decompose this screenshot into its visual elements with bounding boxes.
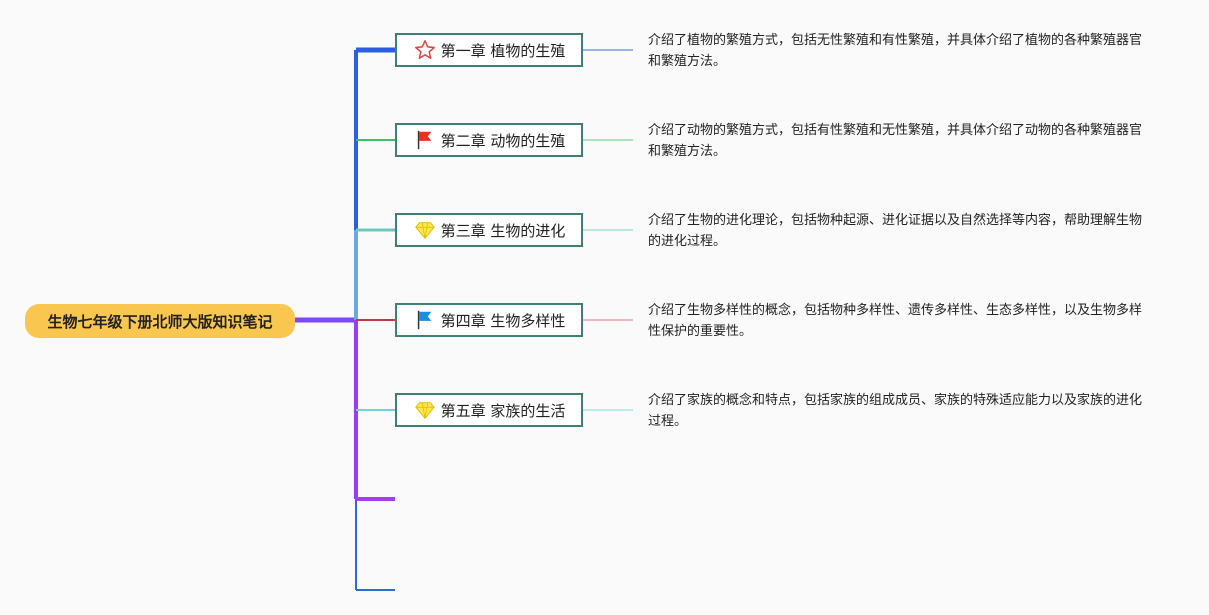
diamond-icon <box>413 399 437 421</box>
chapter-5-label: 第五章 家族的生活 <box>440 401 566 420</box>
chapter-2-label: 第二章 动物的生殖 <box>440 131 566 150</box>
red-flag-icon <box>413 129 437 151</box>
chapter-2-description: 介绍了动物的繁殖方式，包括有性繁殖和无性繁殖，并具体介绍了动物的各种繁殖器官和繁… <box>648 123 1143 159</box>
root-topic[interactable]: 生物七年级下册北师大版知识笔记 <box>25 304 295 338</box>
diamond-icon <box>413 219 437 241</box>
chapter-5-node[interactable]: 第五章 家族的生活 <box>395 393 583 427</box>
chapter-5-description: 介绍了家族的概念和特点，包括家族的组成成员、家族的特殊适应能力以及家族的进化过程… <box>648 393 1143 429</box>
chapter-3-node[interactable]: 第三章 生物的进化 <box>395 213 583 247</box>
chapter-3-description: 介绍了生物的进化理论，包括物种起源、进化证据以及自然选择等内容，帮助理解生物的进… <box>648 213 1143 249</box>
chapter-1-description: 介绍了植物的繁殖方式，包括无性繁殖和有性繁殖，并具体介绍了植物的各种繁殖器官和繁… <box>648 33 1143 69</box>
blue-flag-icon <box>413 309 437 331</box>
chapter-2-node[interactable]: 第二章 动物的生殖 <box>395 123 583 157</box>
chapter-3-label: 第三章 生物的进化 <box>440 221 566 240</box>
chapter-1-label: 第一章 植物的生殖 <box>440 41 566 60</box>
root-topic-label: 生物七年级下册北师大版知识笔记 <box>47 312 273 331</box>
chapter-4-node[interactable]: 第四章 生物多样性 <box>395 303 583 337</box>
chapter-4-label: 第四章 生物多样性 <box>440 311 566 330</box>
star-icon <box>413 39 437 61</box>
chapter-1-node[interactable]: 第一章 植物的生殖 <box>395 33 583 67</box>
chapter-4-description: 介绍了生物多样性的概念，包括物种多样性、遗传多样性、生态多样性，以及生物多样性保… <box>648 303 1143 339</box>
